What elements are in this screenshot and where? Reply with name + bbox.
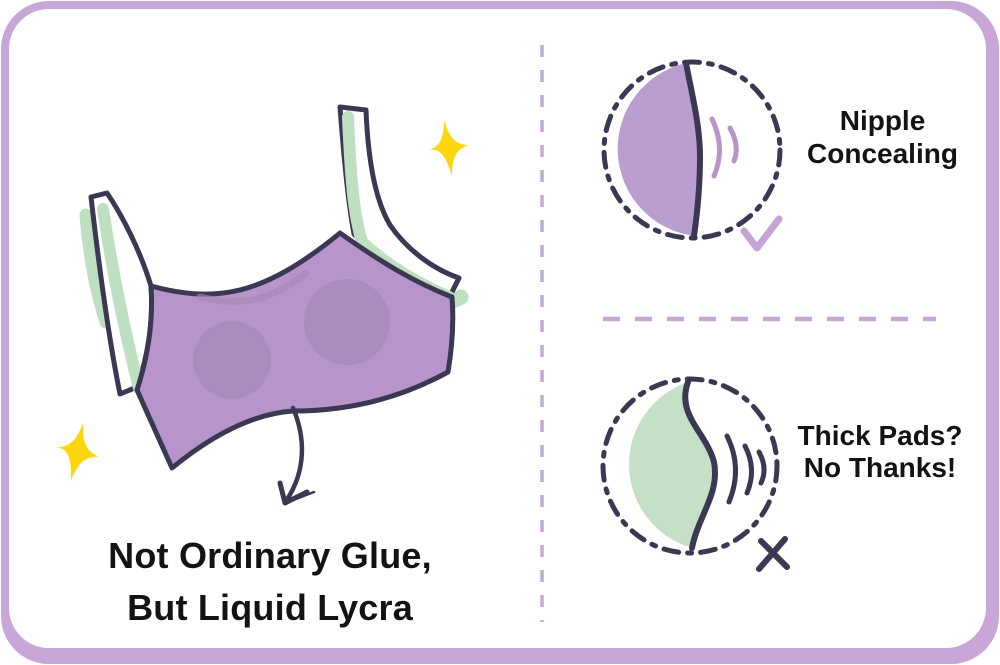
left-trim-green xyxy=(97,203,145,394)
green-underlay-left xyxy=(79,208,113,329)
smooth-wave-lines xyxy=(709,116,739,179)
thick-pads-diagram xyxy=(600,376,790,572)
cross-icon xyxy=(756,536,790,572)
caption-line-2: But Liquid Lycra xyxy=(127,587,413,628)
caption: Not Ordinary Glue, But Liquid Lycra xyxy=(55,530,485,634)
feature-top-line-1: Nipple xyxy=(839,105,926,136)
arrow-icon xyxy=(277,405,316,506)
feature-bottom-line-2: No Thanks! xyxy=(803,452,957,483)
feature-label-nipple-concealing: Nipple Concealing xyxy=(795,104,970,170)
nipple-concealing-diagram xyxy=(601,59,783,252)
left-pad-circle xyxy=(193,321,271,399)
breast-cross-section-fill xyxy=(617,63,700,236)
pad-bulge-line xyxy=(682,379,719,551)
dashed-circle xyxy=(600,376,780,556)
check-icon xyxy=(740,215,783,252)
right-pad-circle xyxy=(304,279,390,365)
neckline-shadow xyxy=(196,269,310,305)
feature-top-line-2: Concealing xyxy=(807,138,958,169)
caption-line-1: Not Ordinary Glue, xyxy=(108,535,432,576)
bulge-wave-lines xyxy=(724,433,767,505)
feature-label-thick-pads: Thick Pads? No Thanks! xyxy=(780,420,980,484)
feature-bottom-line-1: Thick Pads? xyxy=(797,420,963,451)
fabric-profile-line xyxy=(683,60,704,239)
sparkle-icon xyxy=(55,422,99,482)
bra-illustration xyxy=(55,104,469,506)
sparkle-icon xyxy=(428,120,468,176)
